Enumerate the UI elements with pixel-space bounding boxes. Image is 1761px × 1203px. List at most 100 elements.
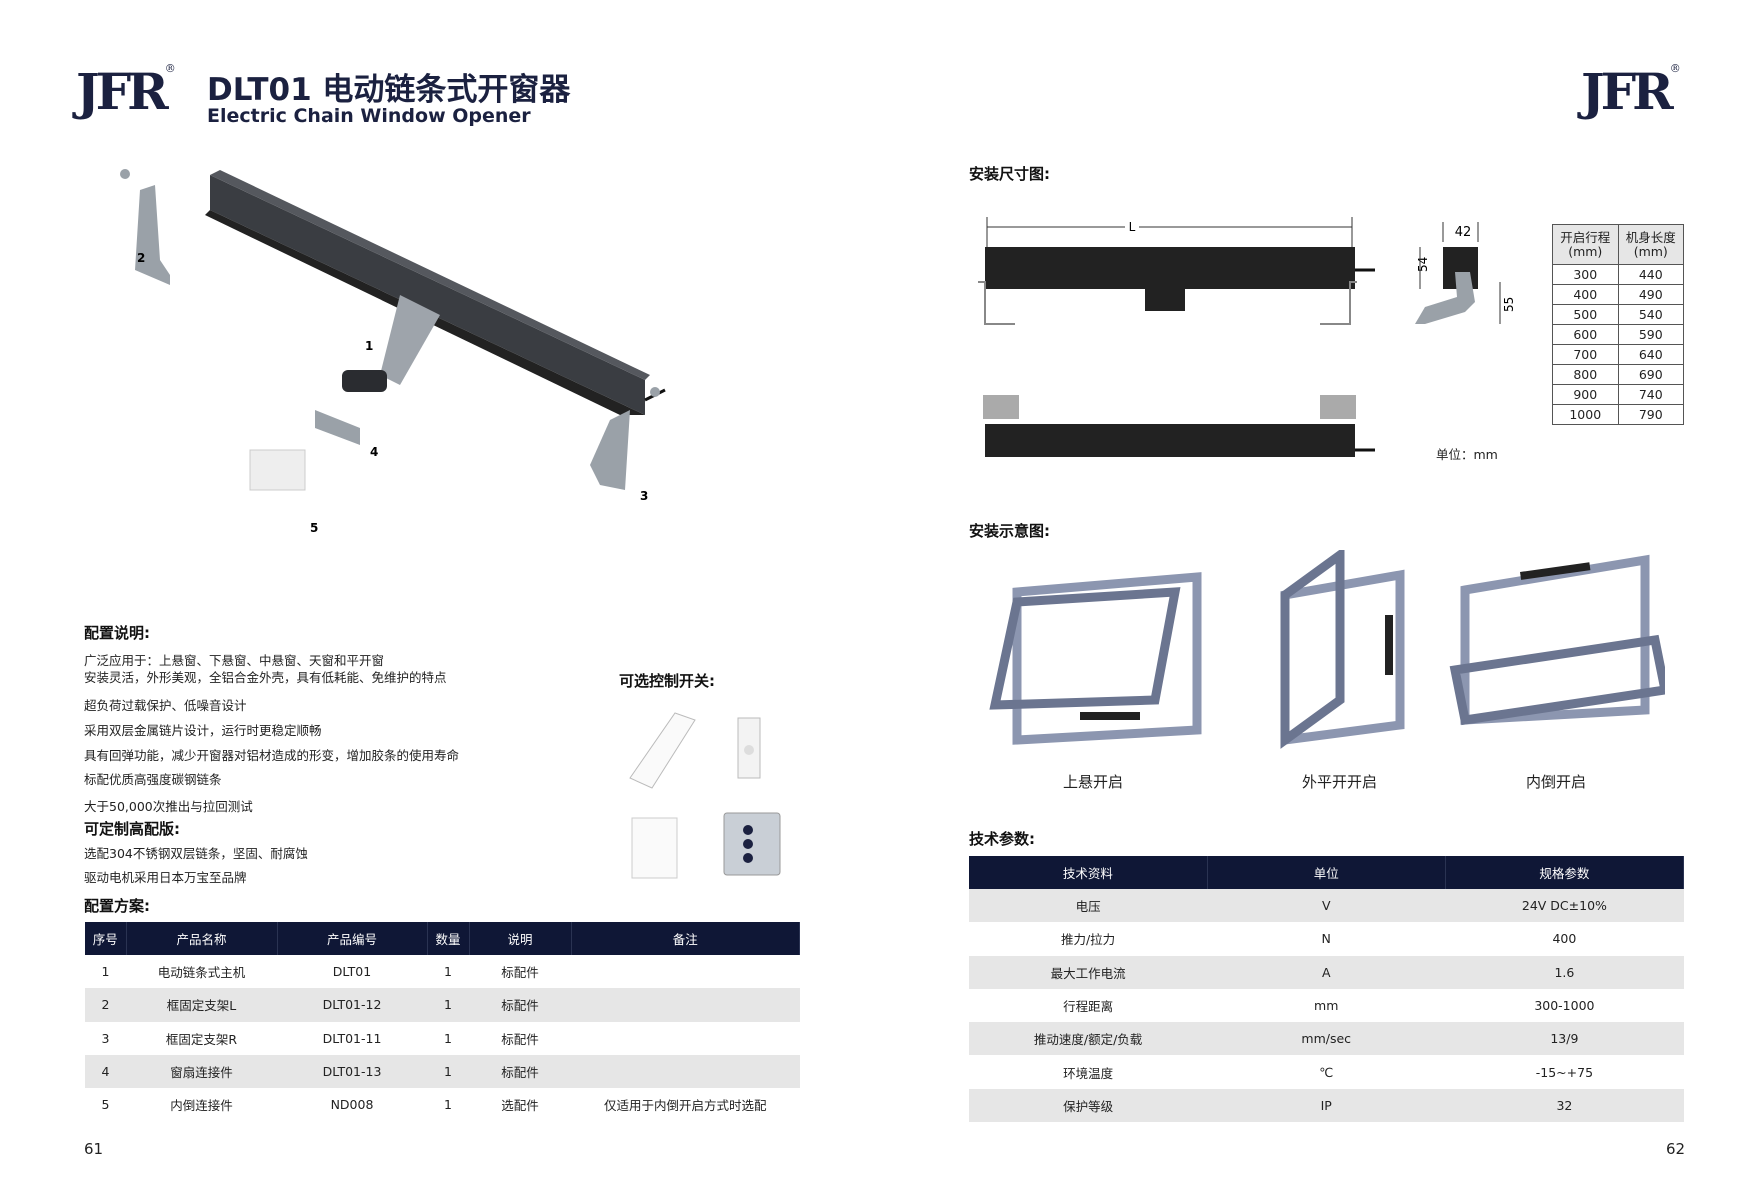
table-cell: N bbox=[1207, 922, 1446, 956]
table-cell: DLT01 bbox=[332, 964, 372, 980]
table-cell: 1 bbox=[444, 1030, 452, 1046]
table-cell: 电动链条式主机 bbox=[157, 965, 246, 981]
col-header: 开启行程 (mm) bbox=[1552, 224, 1619, 265]
table-cell: 24V DC±10% bbox=[1445, 889, 1684, 923]
caption-casement: 外平开开启 bbox=[1302, 773, 1378, 791]
part-label-1: 1 bbox=[365, 339, 373, 353]
part-label-3: 3 bbox=[640, 489, 648, 503]
col-header: 序号 bbox=[85, 922, 127, 955]
table-cell bbox=[571, 1054, 800, 1089]
table-row: 环境温度℃-15~+75 bbox=[969, 1055, 1684, 1089]
unit-label: 单位：mm bbox=[1436, 447, 1498, 462]
table-cell: 300-1000 bbox=[1445, 988, 1684, 1023]
table-row: 1 电动链条式主机 DLT01 1 标配件 bbox=[85, 955, 800, 988]
config-line: 大于50,000次推出与拉回测试 bbox=[84, 799, 253, 814]
dimension-drawing: L 42 54 55 bbox=[978, 217, 1516, 457]
table-header-row: 序号产品名称产品编号数量说明备注 bbox=[85, 922, 800, 955]
table-cell: 环境温度 bbox=[969, 1055, 1208, 1089]
caption-top-hung: 上悬开启 bbox=[1063, 773, 1124, 791]
control-switch-images bbox=[629, 712, 781, 879]
config-line: 采用双层金属链片设计，运行时更稳定顺畅 bbox=[84, 723, 322, 738]
brand-logo-right: JFR® bbox=[1581, 62, 1681, 121]
table-cell: 框固定支架L bbox=[126, 988, 277, 1022]
col-header: 产品编号 bbox=[277, 922, 428, 955]
table-cell: 400 bbox=[1445, 922, 1684, 956]
page-number-left: 61 bbox=[84, 1140, 104, 1158]
table-cell: 内倒连接件 bbox=[170, 1098, 233, 1114]
table-cell: 1 bbox=[101, 964, 110, 980]
switches-heading: 可选控制开关: bbox=[619, 672, 715, 690]
table-cell: 推力/拉力 bbox=[969, 922, 1208, 956]
table-cell: 32 bbox=[1445, 1088, 1684, 1123]
table-cell: 500 bbox=[1552, 304, 1619, 325]
table-cell: 490 bbox=[1617, 284, 1684, 305]
col-header: 机身长度 (mm) bbox=[1617, 224, 1684, 265]
table-cell: 3 bbox=[101, 1030, 110, 1046]
part-label-4: 4 bbox=[370, 445, 378, 459]
custom-heading: 可定制高配版: bbox=[84, 820, 180, 838]
table-cell: DLT01-11 bbox=[322, 1030, 382, 1046]
table-cell: 仅适用于内倒开启方式时选配 bbox=[603, 1098, 767, 1114]
table-cell: 4 bbox=[85, 1054, 126, 1089]
config-heading: 配置说明: bbox=[84, 624, 150, 642]
page-title: DLT01 电动链条式开窗器 bbox=[207, 72, 571, 108]
table-cell: 标配件 bbox=[469, 988, 571, 1022]
table-cell: 13/9 bbox=[1445, 1022, 1684, 1056]
table-cell: 框固定支架R bbox=[165, 1031, 238, 1047]
plan-heading: 配置方案: bbox=[84, 897, 150, 915]
dim-L-label: L bbox=[1129, 220, 1136, 234]
table-cell: A bbox=[1207, 955, 1446, 989]
table-cell: 1000 bbox=[1552, 404, 1619, 425]
install-heading: 安装示意图: bbox=[969, 522, 1050, 540]
page-subtitle: Electric Chain Window Opener bbox=[207, 105, 531, 127]
config-line: 标配优质高强度碳钢链条 bbox=[84, 772, 222, 787]
table-cell: 640 bbox=[1617, 344, 1684, 365]
table-cell: 440 bbox=[1617, 264, 1684, 285]
table-cell: 保护等级 bbox=[969, 1088, 1208, 1123]
table-cell: 5 bbox=[101, 1097, 110, 1113]
table-cell: 900 bbox=[1552, 384, 1619, 405]
table-cell: 700 bbox=[1552, 344, 1619, 365]
specs-heading: 技术参数: bbox=[969, 830, 1035, 848]
table-cell: mm bbox=[1207, 988, 1446, 1023]
col-header: 备注 bbox=[571, 922, 800, 955]
table-cell: 1 bbox=[444, 964, 452, 980]
table-cell bbox=[571, 988, 800, 1022]
table-cell: 1.6 bbox=[1445, 955, 1684, 989]
table-cell: 1 bbox=[427, 1054, 469, 1089]
table-cell: 标配件 bbox=[501, 965, 539, 981]
brand-logo: JFR® bbox=[76, 62, 176, 121]
table-cell: 590 bbox=[1617, 324, 1684, 345]
table-cell: 740 bbox=[1617, 384, 1684, 405]
col-header: 单位 bbox=[1207, 856, 1446, 889]
col-header: 技术资料 bbox=[969, 856, 1208, 889]
part-label-5: 5 bbox=[310, 521, 318, 535]
table-cell: 行程距离 bbox=[969, 988, 1208, 1023]
table-cell: DLT01-12 bbox=[277, 988, 427, 1022]
table-cell: 790 bbox=[1617, 404, 1684, 425]
table-cell: 2 bbox=[85, 988, 126, 1022]
config-line: 广泛应用于：上悬窗、下悬窗、中悬窗、天窗和平开窗 bbox=[84, 653, 385, 668]
dim-54-label: 54 bbox=[1416, 257, 1430, 272]
table-cell: 标配件 bbox=[501, 1031, 539, 1047]
table-cell bbox=[571, 1022, 800, 1055]
table-cell: ℃ bbox=[1207, 1055, 1446, 1089]
table-cell: 1 bbox=[444, 1097, 452, 1113]
custom-line: 驱动电机采用日本万宝至品牌 bbox=[84, 870, 247, 885]
table-cell: DLT01-13 bbox=[277, 1054, 427, 1089]
table-cell: 400 bbox=[1552, 284, 1619, 305]
